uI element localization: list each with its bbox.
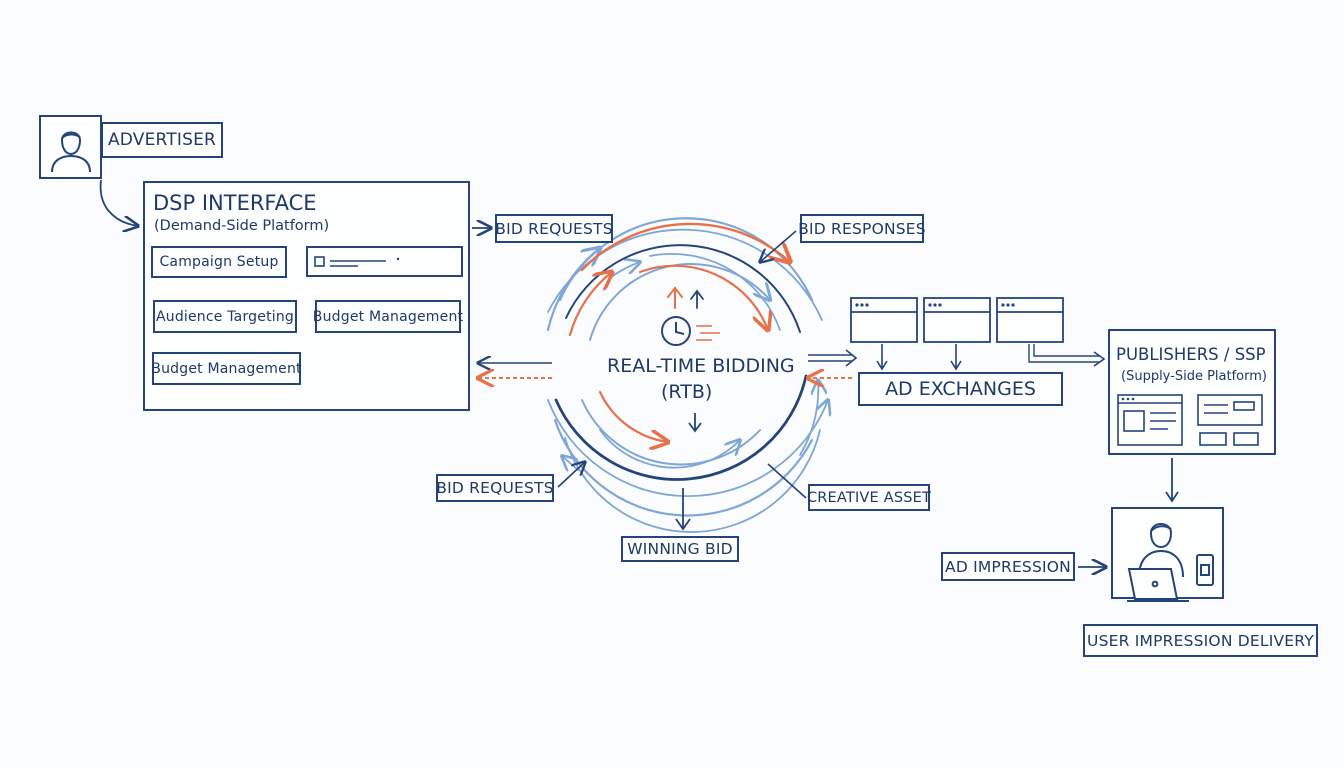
- publisher-webpage-icons: [1117, 394, 1263, 446]
- field-placeholder-lines-icon: [314, 255, 400, 267]
- advertiser-label: ADVERTISER: [101, 122, 223, 158]
- bid-requests-bottom-label: BID REQUESTS: [436, 474, 554, 502]
- rtb-title: REAL-TIME BIDDING: [607, 355, 795, 377]
- clock-icon: [661, 316, 720, 346]
- bid-requests-bottom-pointer: [557, 462, 585, 488]
- user-device-panel: [1111, 507, 1224, 602]
- exchange-window-icons: [850, 297, 1064, 343]
- publishers-to-user-arrow: [1165, 458, 1179, 503]
- dsp-item-budget-management[interactable]: Budget Management: [151, 352, 302, 385]
- dsp-interface-panel: DSP INTERFACE (Demand-Side Platform) Cam…: [143, 181, 470, 411]
- advertiser-to-dsp-arrow: [99, 179, 138, 226]
- rtb-subtitle: (RTB): [661, 381, 713, 403]
- user-avatar-icon: [50, 131, 91, 172]
- exchange-down-arrows: [876, 344, 962, 371]
- publishers-subtitle: (Supply-Side Platform): [1121, 369, 1267, 384]
- user-laptop-icon: [1127, 523, 1214, 602]
- dsp-item-budget-management-right[interactable]: Budget Management: [313, 300, 463, 333]
- user-impression-delivery-label: USER IMPRESSION DELIVERY: [1083, 624, 1318, 657]
- bid-responses-label: BID RESPONSES: [798, 214, 926, 243]
- dsp-search-field[interactable]: [306, 246, 463, 277]
- advertiser-avatar-box: [39, 115, 102, 179]
- creative-asset-pointer: [767, 463, 807, 499]
- bid-requests-top-label: BID REQUESTS: [495, 214, 613, 243]
- rtb-cycle-rings: [546, 217, 828, 533]
- rtb-down-arrow: [688, 413, 702, 433]
- ad-exchanges-box: AD EXCHANGES: [858, 372, 1063, 406]
- bid-responses-pointer: [760, 230, 797, 262]
- publishers-panel: PUBLISHERS / SSP (Supply-Side Platform): [1108, 329, 1276, 455]
- dsp-item-campaign-setup[interactable]: Campaign Setup: [151, 246, 287, 278]
- dsp-title: DSP INTERFACE: [153, 191, 317, 215]
- rtb-up-arrows: [667, 286, 704, 309]
- rtb-to-exchanges-arrow: [808, 354, 852, 362]
- ad-impression-label: AD IMPRESSION: [941, 552, 1075, 581]
- winning-bid-label: WINNING BID: [621, 536, 739, 562]
- dsp-subtitle: (Demand-Side Platform): [154, 218, 330, 234]
- publishers-title: PUBLISHERS / SSP: [1116, 345, 1266, 364]
- winning-bid-arrow: [675, 488, 691, 531]
- creative-asset-label: CREATIVE ASSET: [807, 484, 931, 511]
- exchanges-to-publishers-arrow: [1028, 344, 1100, 363]
- dsp-item-audience-targeting[interactable]: Audience Targeting: [153, 300, 297, 333]
